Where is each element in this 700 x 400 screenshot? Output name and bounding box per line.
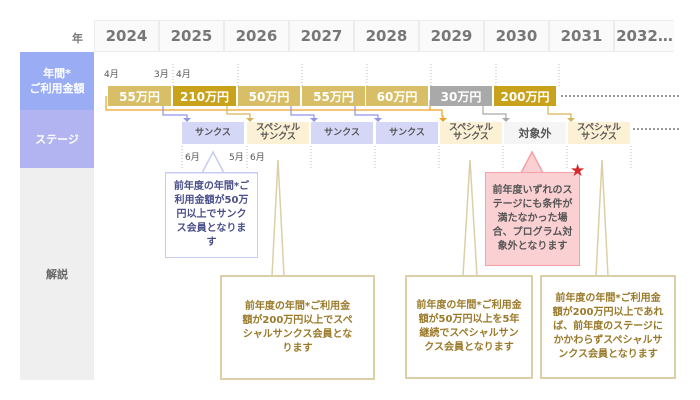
- amount-bar: 210万円: [173, 86, 236, 106]
- amount-bar: 200万円: [494, 86, 556, 106]
- year-column-header: 2027: [289, 20, 354, 52]
- stage-box: サンクス: [182, 122, 244, 144]
- amount-bar: 55万円: [108, 86, 171, 106]
- year-column-header: 2024: [94, 20, 159, 52]
- stage-box: スペシャルサンクス: [247, 122, 309, 144]
- year-column-header: 2030: [484, 20, 549, 52]
- year-column-header: 2028: [354, 20, 419, 52]
- month-label: 6月: [250, 153, 265, 163]
- note-special: 前年度の年間*ご利用金額が200万円以上でスペシャルサンクス会員となります: [220, 275, 375, 380]
- month-label: 5月: [229, 153, 244, 163]
- month-label: 4月: [176, 70, 191, 80]
- stage-box: スペシャルサンクス: [440, 122, 502, 144]
- note-thanks: 前年度の年間*ご利用金額が50万円以上でサンクス会員となります: [165, 172, 258, 258]
- amount-bar: 55万円: [302, 86, 365, 106]
- stage-box: サンクス: [376, 122, 438, 144]
- year-column-header: 2026: [224, 20, 289, 52]
- star-icon: ★: [570, 161, 586, 181]
- month-label: 3月: [154, 70, 169, 80]
- note-five-year: 前年度の年間*ご利用金額が50万円以上を5年継続でスペシャルサンクス会員となりま…: [405, 275, 533, 379]
- year-column-header: 2029: [419, 20, 484, 52]
- amount-bar: 60万円: [366, 86, 428, 106]
- year-column-header: 2032…: [614, 20, 674, 52]
- month-label: 4月: [104, 70, 119, 80]
- row-label-amount: 年間* ご利用金額: [20, 52, 94, 110]
- month-label: 6月: [185, 153, 200, 163]
- stage-box: スペシャルサンクス: [568, 122, 630, 144]
- year-label: 年: [72, 32, 83, 45]
- year-column-header: 2025: [159, 20, 224, 52]
- stage-box: サンクス: [311, 122, 373, 144]
- amount-bar: 30万円: [430, 86, 492, 106]
- year-column-header: 2031: [549, 20, 614, 52]
- amount-bar: 50万円: [238, 86, 300, 106]
- row-label-note: 解説: [20, 168, 94, 380]
- row-label-stage: ステージ: [20, 110, 94, 168]
- stage-box: 対象外: [504, 122, 566, 144]
- note-excluded: 前年度いずれのステージにも条件が満たなかった場合、プログラム対象外となります: [485, 172, 580, 266]
- note-regardless: 前年度の年間*ご利用金額が200万円以上であれば、前年度のステージにかかわらずス…: [540, 275, 676, 379]
